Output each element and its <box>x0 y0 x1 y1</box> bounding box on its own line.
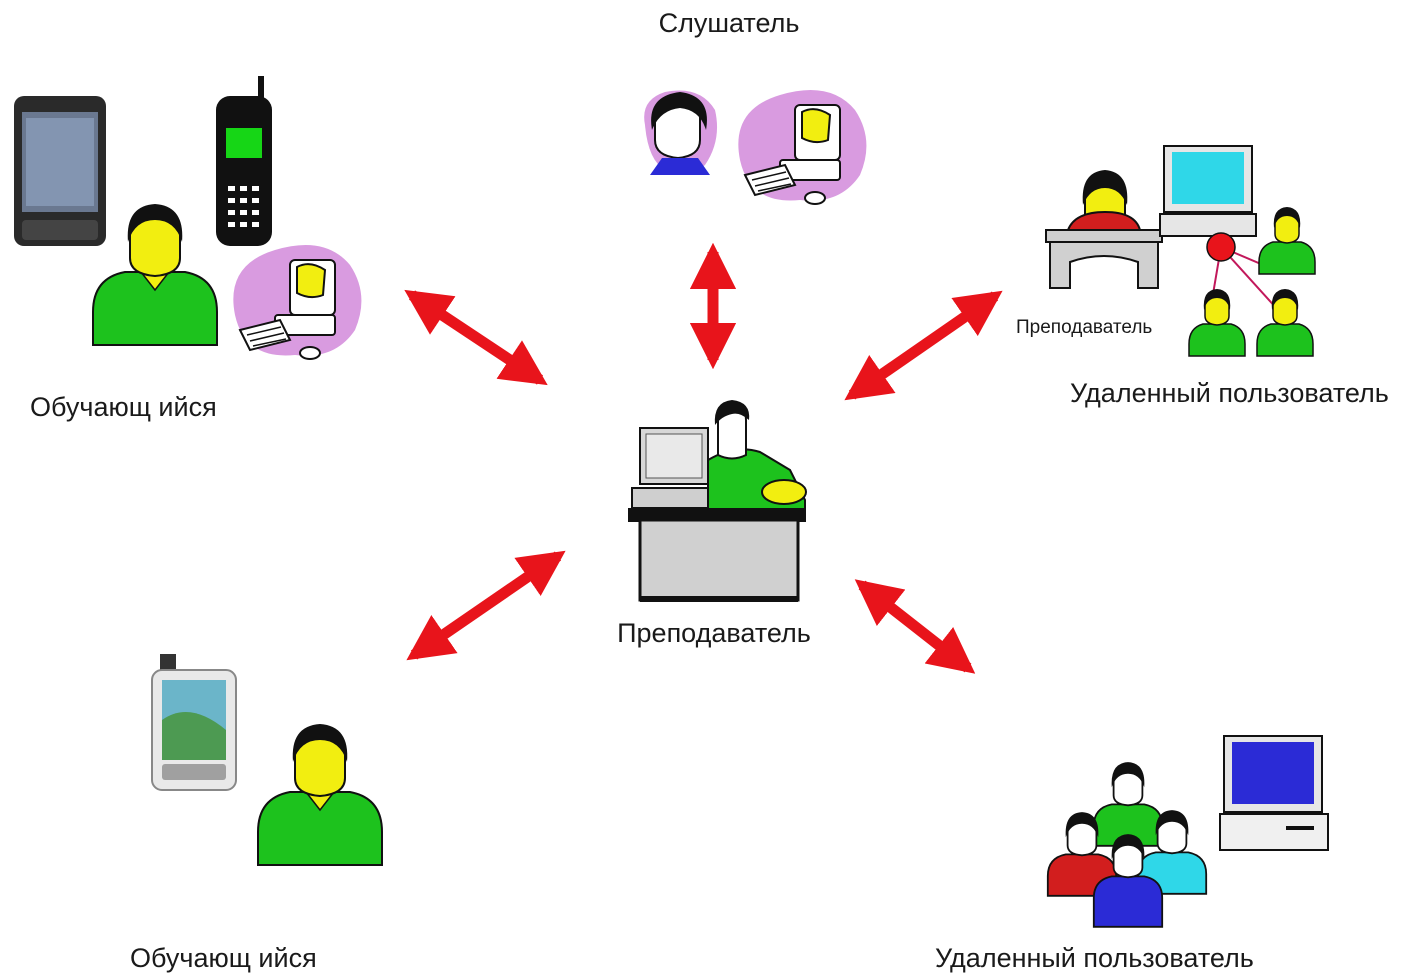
learner-bottom-person-icon <box>257 723 383 866</box>
pda-icon <box>14 96 106 246</box>
remote-bottom-icon <box>1046 735 1329 928</box>
arrow-center-learner-top <box>404 289 548 386</box>
pocket-pc-icon <box>151 654 237 791</box>
listener-icon <box>644 89 868 205</box>
learner-bottom-label: Обучающ ийся <box>130 943 317 973</box>
teacher-desk-icon <box>628 400 807 602</box>
group-people-icon <box>1046 762 1208 928</box>
center-label: Преподаватель <box>617 618 811 648</box>
listener-label: Слушатель <box>659 8 800 38</box>
learner-top-label: Обучающ ийся <box>30 392 217 422</box>
learner-top-icon <box>14 76 363 360</box>
learner-person-icon <box>92 203 218 346</box>
arrow-center-learner-bottom <box>406 550 566 661</box>
remote-bottom-label: Удаленный пользователь <box>935 943 1254 973</box>
arrow-center-remote-top <box>844 290 1003 401</box>
learner-bottom-icon <box>151 654 383 866</box>
learner-computer-icon <box>232 244 363 360</box>
arrow-center-remote-bottom <box>854 579 976 674</box>
remote-top-label: Удаленный пользователь <box>1070 378 1389 408</box>
remote-top-sub-label: Преподаватель <box>1016 317 1152 338</box>
arrows <box>404 242 1003 674</box>
remote-top-icon <box>1045 145 1316 357</box>
computer-icon <box>1219 735 1329 851</box>
mobile-phone-icon <box>216 76 272 246</box>
